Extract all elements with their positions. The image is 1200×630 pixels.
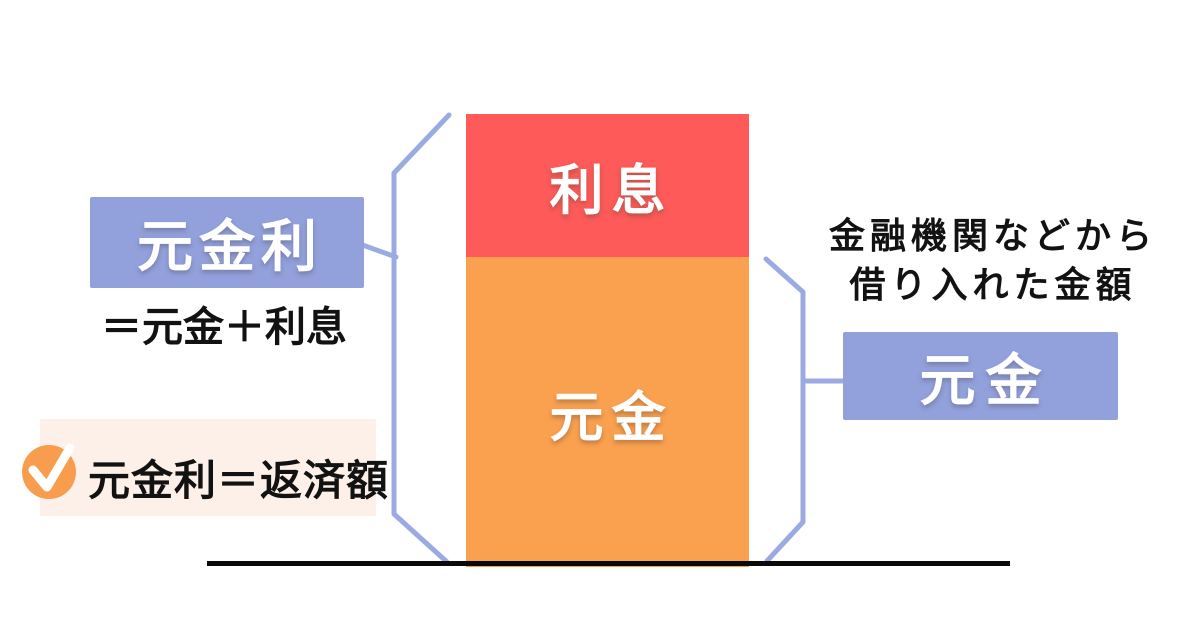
baseline-rule xyxy=(207,561,1010,566)
right-description-line1: 金融機関などから xyxy=(828,215,1157,256)
right-callout-title: 元金 xyxy=(919,348,1052,412)
right-callout-box: 元金 xyxy=(843,332,1118,420)
principal-segment-label: 元金 xyxy=(549,387,674,448)
left-callout-box: 元金利 xyxy=(90,197,364,288)
bar-segment-interest: 利息 xyxy=(466,114,749,257)
note-text: 元金利＝返済額 xyxy=(88,457,390,504)
right-description-line2: 借り入れた金額 xyxy=(849,264,1137,305)
interest-segment-label: 利息 xyxy=(549,161,674,221)
left-callout-formula: ＝元金＋利息 xyxy=(101,304,347,350)
right-brace xyxy=(763,256,846,564)
bar-segment-principal: 元金 xyxy=(466,257,749,567)
note-box xyxy=(40,419,376,516)
left-callout-title: 元金利 xyxy=(137,215,323,278)
check-circle-icon xyxy=(22,443,76,499)
right-callout-description: 金融機関などから 借り入れた金額 xyxy=(793,211,1193,309)
